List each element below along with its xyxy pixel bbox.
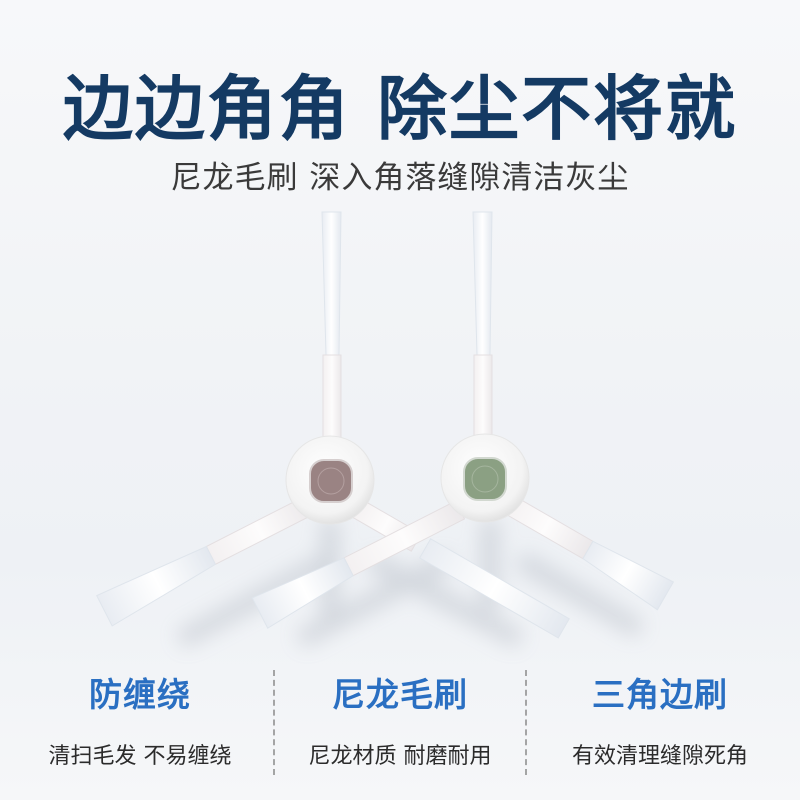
feature-desc: 有效清理缝隙死角 — [571, 744, 748, 769]
side-brush-right — [251, 211, 675, 629]
divider — [525, 670, 527, 775]
feature-desc: 清扫毛发 不易缠绕 — [48, 744, 232, 769]
feature-title: 防缠绕 — [89, 675, 191, 714]
feature-list: 防缠绕 清扫毛发 不易缠绕 尼龙毛刷 尼龙材质 耐磨耐用 三角边刷 有效清理缝隙… — [0, 660, 800, 780]
feature-title: 三角边刷 — [592, 675, 728, 714]
feature-anti-tangle: 防缠绕 清扫毛发 不易缠绕 — [10, 660, 270, 780]
feature-title: 尼龙毛刷 — [332, 675, 468, 714]
feature-triangle-brush: 三角边刷 有效清理缝隙死角 — [530, 660, 790, 780]
headline: 边边角角 除尘不将就 — [62, 68, 738, 150]
divider — [273, 670, 275, 775]
feature-desc: 尼龙材质 耐磨耐用 — [308, 744, 492, 769]
side-brush-left-bristle — [418, 538, 570, 639]
feature-nylon-bristle: 尼龙毛刷 尼龙材质 耐磨耐用 — [270, 660, 530, 780]
subheadline: 尼龙毛刷 深入角落缝隙清洁灰尘 — [170, 160, 630, 196]
